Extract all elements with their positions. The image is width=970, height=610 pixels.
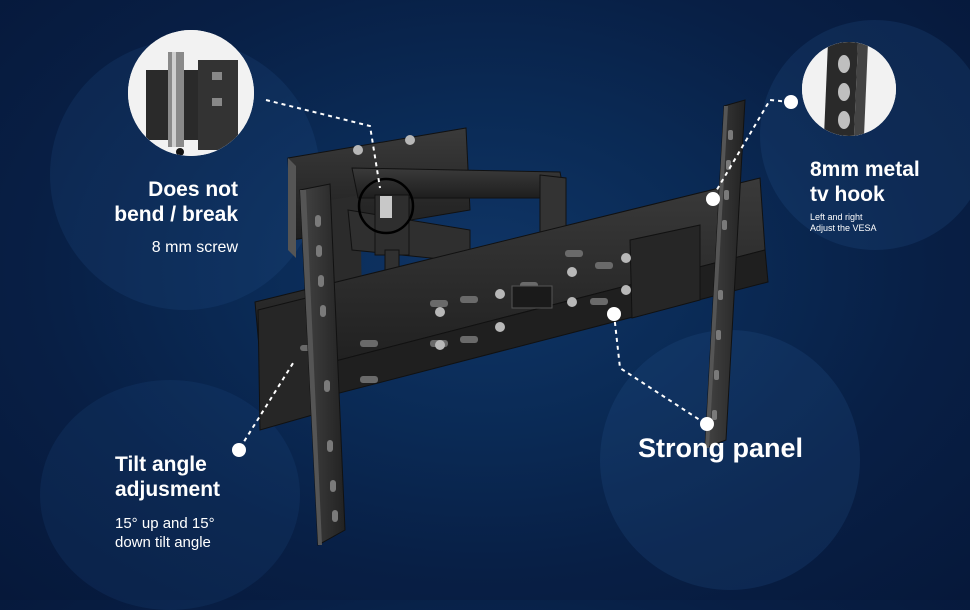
callout-connectors (239, 98, 791, 449)
hook-title-line1: 8mm metal (810, 158, 920, 181)
callout-dot (706, 192, 720, 206)
screw-highlight-ring (357, 177, 415, 235)
left-vertical-rail (299, 183, 346, 546)
hook-closeup-icon (802, 42, 896, 136)
tilt-callout-subtitle: 15° up and 15° down tilt angle (115, 514, 295, 552)
hook-sub-line1: Left and right (810, 212, 863, 222)
hook-callout-title: 8mm metal tv hook (810, 157, 960, 207)
screw-title-line2: bend / break (114, 203, 238, 226)
tilt-callout-title: Tilt angle adjusment (115, 452, 295, 502)
hook-title-line2: tv hook (810, 183, 885, 206)
hook-sub-line2: Adjust the VESA (810, 223, 877, 233)
screw-closeup-icon (128, 30, 254, 156)
screw-callout-title: Does not bend / break (60, 177, 238, 227)
tilt-title-line1: Tilt angle (115, 453, 207, 476)
panel-callout-title: Strong panel (638, 433, 804, 463)
screw-icon (380, 196, 392, 218)
callout-dot (700, 417, 714, 431)
screw-title-line1: Does not (148, 178, 238, 201)
callout-dot (607, 307, 621, 321)
tilt-sub-line1: 15° up and 15° (115, 515, 215, 532)
hook-callout-subtitle: Left and right Adjust the VESA (810, 212, 960, 234)
tilt-sub-line2: down tilt angle (115, 534, 211, 551)
screw-callout-subtitle: 8 mm screw (151, 239, 238, 256)
background-glow (40, 380, 300, 610)
callout-dot (784, 95, 798, 109)
tilt-title-line2: adjusment (115, 478, 221, 501)
callout-dot (232, 443, 246, 457)
